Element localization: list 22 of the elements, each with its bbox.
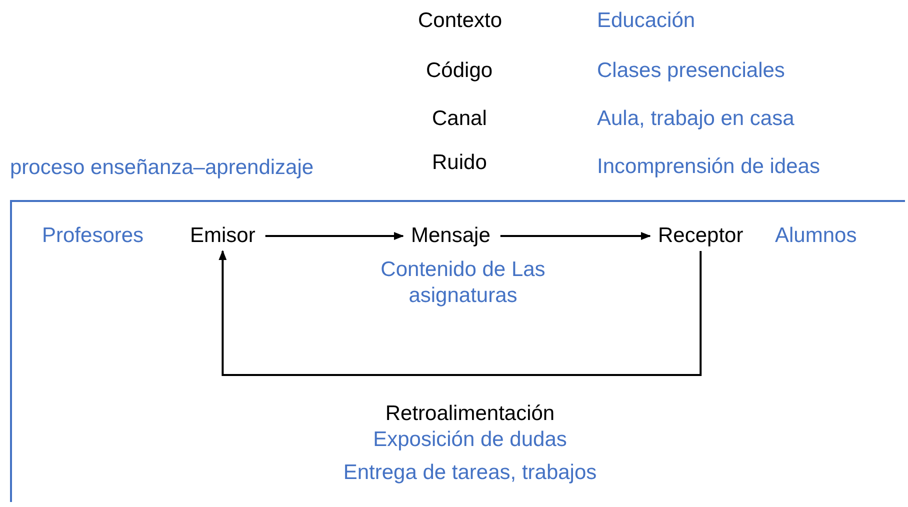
arrow	[500, 232, 651, 240]
term-text: Ruido	[432, 150, 487, 176]
node-caption: Profesores	[42, 223, 144, 249]
node-caption: Alumnos	[775, 223, 857, 249]
node-text: Receptor	[658, 223, 744, 249]
feedback-title: Retroalimentación	[384, 401, 556, 427]
feedback-text: Entrega de tareas, trabajos	[342, 460, 598, 486]
arrow	[265, 232, 404, 240]
arrow	[218, 250, 702, 376]
frame-title: proceso enseñanza–aprendizaje	[10, 155, 314, 181]
node-text: Mensaje	[411, 223, 490, 249]
term-text: Canal	[432, 106, 487, 132]
node-text: Emisor	[190, 223, 256, 249]
term-text: Código	[426, 58, 493, 84]
value-text: Educación	[597, 8, 696, 34]
feedback-text: Exposición de dudas	[372, 427, 568, 453]
value-text: Incomprensión de ideas	[597, 154, 820, 180]
term-text: Contexto	[418, 8, 502, 34]
value-text: Aula, trabajo en casa	[597, 106, 794, 132]
node-caption: Contenido de Las asignaturas	[380, 257, 546, 309]
process-frame	[10, 200, 905, 502]
value-text: Clases presenciales	[597, 58, 785, 84]
